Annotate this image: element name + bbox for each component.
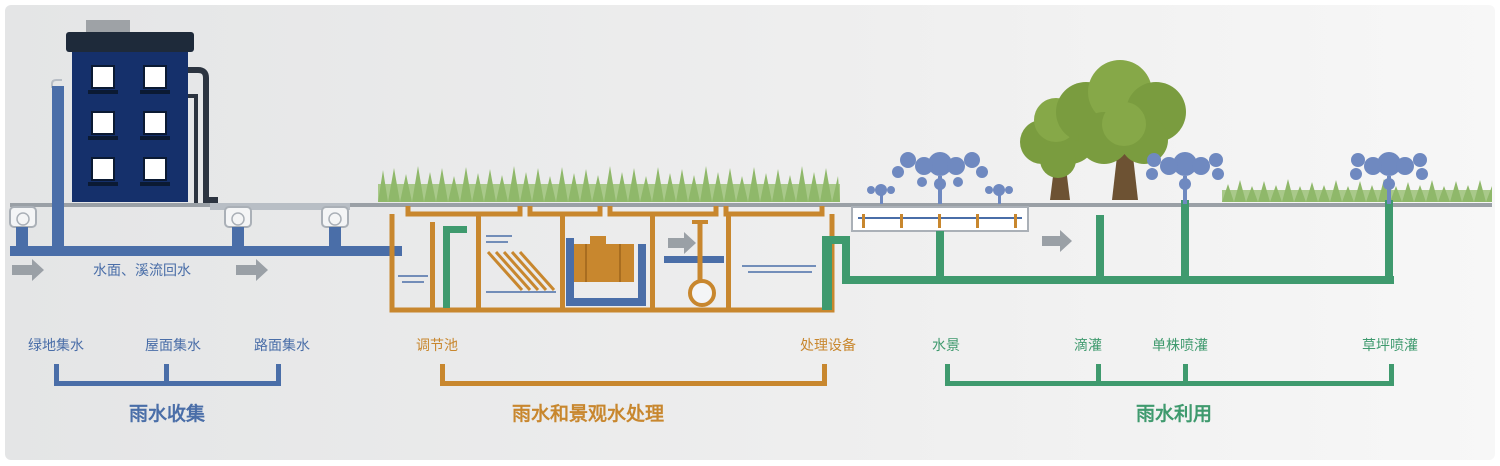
background-panel bbox=[5, 5, 1495, 460]
collection-pipes bbox=[9, 79, 392, 256]
flow-arrow-treatment bbox=[668, 232, 696, 254]
tree-icon bbox=[1056, 60, 1186, 200]
label-water-feature: 水景 bbox=[932, 338, 960, 354]
label-lawn-sprinkler: 草坪喷灌 bbox=[1362, 338, 1418, 354]
label-roof-collection: 屋面集水 bbox=[145, 337, 201, 354]
flow-arrow-utilization bbox=[1042, 230, 1072, 252]
sprinkler-icon bbox=[867, 184, 895, 204]
flow-return-label: 水面、溪流回水 bbox=[93, 263, 191, 279]
building bbox=[66, 20, 218, 208]
utilization-bracket bbox=[945, 364, 1394, 386]
grass-strip-lawn bbox=[1222, 179, 1492, 202]
sprinkler-icon bbox=[985, 184, 1013, 204]
label-regulating-tank: 调节池 bbox=[416, 338, 458, 354]
group-title-utilization: 雨水利用 bbox=[1136, 403, 1212, 425]
label-treatment-equipment: 处理设备 bbox=[800, 337, 856, 354]
water-feature-pool bbox=[851, 206, 1029, 232]
group-title-collection: 雨水收集 bbox=[129, 402, 206, 425]
treatment-tanks bbox=[388, 206, 848, 313]
label-road-collection: 路面集水 bbox=[254, 337, 310, 354]
collection-bracket bbox=[54, 364, 281, 386]
sprinkler-icon bbox=[1350, 152, 1428, 204]
treatment-bracket bbox=[440, 364, 827, 386]
flow-arrows-collection bbox=[12, 259, 268, 281]
sprinkler-icon bbox=[892, 152, 988, 204]
sprinkler-icon bbox=[1146, 152, 1224, 204]
label-drip-irrigation: 滴灌 bbox=[1074, 337, 1102, 354]
label-green-collection: 绿地集水 bbox=[28, 337, 84, 354]
utilization-pipes bbox=[842, 200, 1394, 284]
grass-strip-treatment bbox=[378, 166, 840, 202]
label-single-sprinkler: 单株喷灌 bbox=[1152, 338, 1208, 354]
group-title-treatment: 雨水和景观水处理 bbox=[512, 402, 664, 425]
